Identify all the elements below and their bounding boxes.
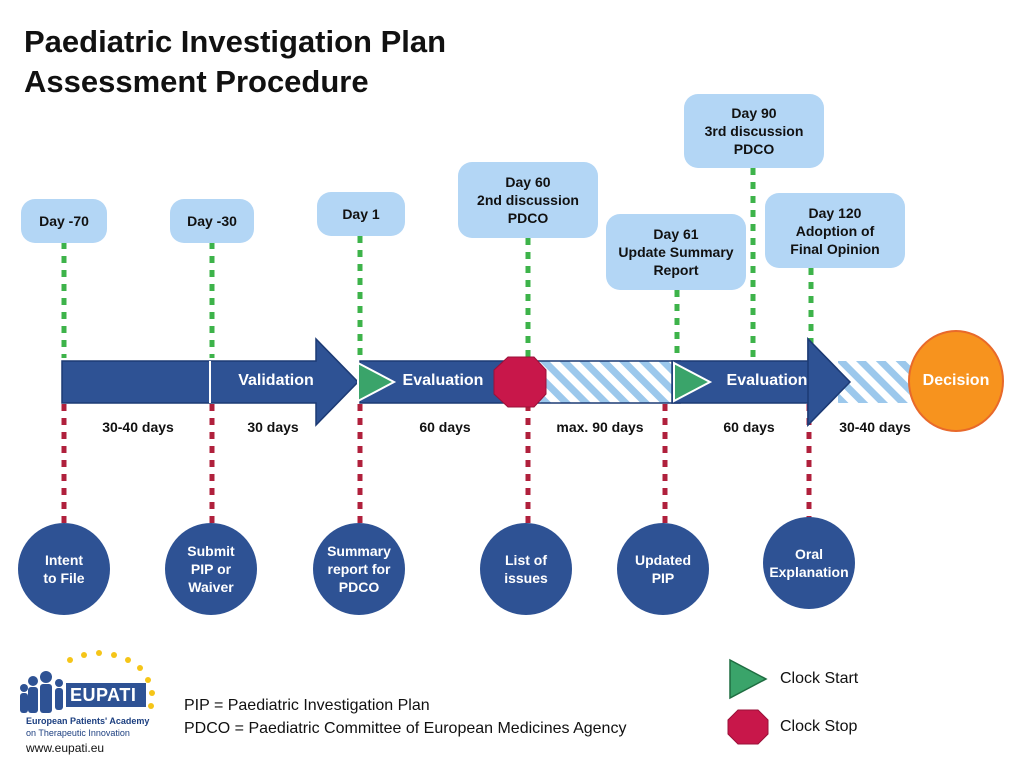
decision-circle: Decision: [908, 330, 1004, 432]
duration-4: max. 90 days: [556, 419, 644, 435]
clock-stop-period-2: [838, 361, 918, 403]
eupati-logo-name: EUPATI: [70, 685, 137, 705]
eupati-people-icon: [20, 671, 63, 713]
milestone-intent-to-file: Intent to File: [18, 523, 110, 615]
duration-6: 30-40 days: [839, 419, 911, 435]
legend-clock-stop-icon: [727, 709, 769, 745]
eupati-tagline-1: European Patients' Academy: [26, 716, 150, 726]
eupati-url: www.eupati.eu: [26, 741, 105, 755]
duration-3: 60 days: [419, 419, 471, 435]
abbreviation-pdco: PDCO = Paediatric Committee of European …: [184, 720, 627, 737]
evaluation-2-arrowhead: [807, 337, 852, 427]
day-box-90: Day 90 3rd discussion PDCO: [684, 94, 824, 168]
clock-stop-icon: [493, 356, 547, 408]
eupati-tagline-2: on Therapeutic Innovation: [26, 728, 130, 738]
eupati-stars-icon: [67, 650, 155, 709]
clock-start-icon-1: [357, 361, 397, 403]
stage-validation: Validation: [238, 372, 314, 389]
milestone-oral-explanation: Oral Explanation: [763, 517, 855, 609]
day-box-61: Day 61 Update Summary Report: [606, 214, 746, 290]
stage-evaluation-2: Evaluation: [726, 372, 808, 389]
abbreviation-pip: PIP = Paediatric Investigation Plan: [184, 697, 430, 714]
legend-clock-stop: Clock Stop: [780, 718, 858, 735]
legend-clock-start: Clock Start: [780, 670, 859, 687]
legend-clock-start-icon: [729, 658, 768, 700]
duration-5: 60 days: [723, 419, 775, 435]
stage-evaluation-1: Evaluation: [402, 372, 484, 389]
milestone-list-of-issues: List of issues: [480, 523, 572, 615]
green-connectors: [61, 168, 814, 358]
day-box-1: Day 1: [317, 192, 405, 236]
day-box-120: Day 120 Adoption of Final Opinion: [765, 193, 905, 268]
clock-start-icon-2: [673, 361, 713, 403]
day-box-60: Day 60 2nd discussion PDCO: [458, 162, 598, 238]
duration-1: 30-40 days: [102, 419, 174, 435]
page-title: Paediatric Investigation Plan Assessment…: [24, 22, 446, 102]
day-box-minus-30: Day -30: [170, 199, 254, 243]
milestone-updated-pip: Updated PIP: [617, 523, 709, 615]
duration-2: 30 days: [247, 419, 299, 435]
day-box-minus-70: Day -70: [21, 199, 107, 243]
milestone-summary-report: Summary report for PDCO: [313, 523, 405, 615]
eupati-name-box: [66, 683, 146, 707]
milestone-submit-pip: Submit PIP or Waiver: [165, 523, 257, 615]
title-line-2: Assessment Procedure: [24, 64, 369, 99]
title-line-1: Paediatric Investigation Plan: [24, 24, 447, 59]
